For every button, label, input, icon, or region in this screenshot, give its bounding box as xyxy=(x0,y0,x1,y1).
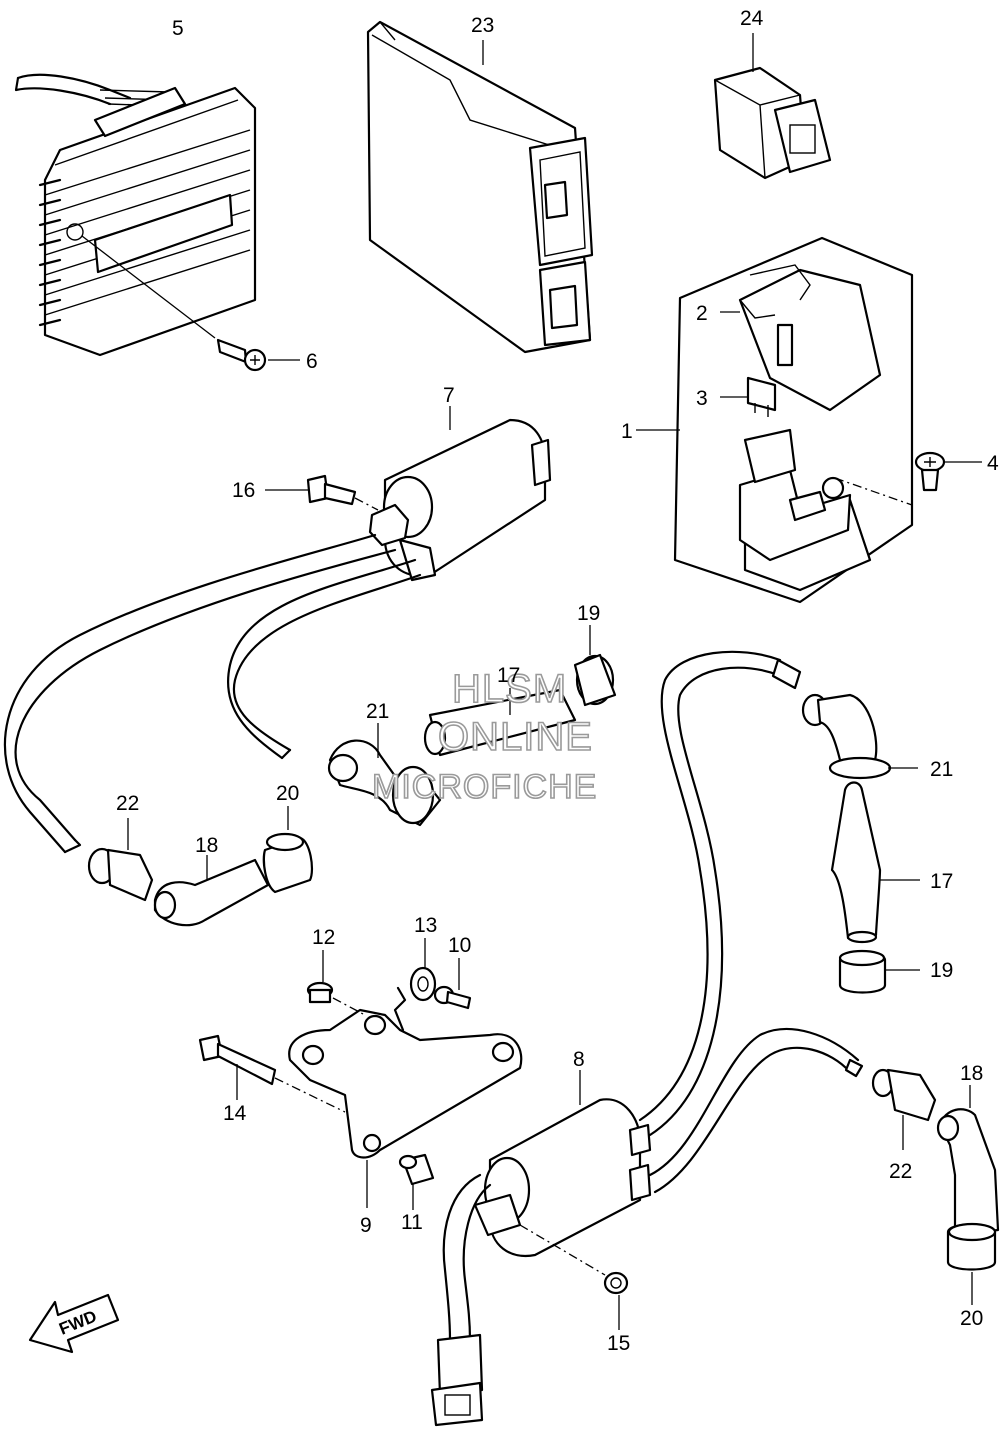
callout-22-right: 22 xyxy=(889,1160,912,1183)
callout-15: 15 xyxy=(607,1332,630,1355)
bolt-6 xyxy=(216,338,300,372)
collar-11 xyxy=(398,1153,435,1210)
fwd-arrow: FWD xyxy=(28,1293,120,1354)
nut-15 xyxy=(603,1271,629,1330)
ignition-coil-8 xyxy=(430,650,864,1427)
callout-23: 23 xyxy=(471,14,494,37)
bolt-16 xyxy=(265,474,379,511)
grommet-13 xyxy=(409,938,437,1002)
plug-cap-left xyxy=(87,806,314,927)
collar-12 xyxy=(306,950,366,1016)
callout-18-right: 18 xyxy=(960,1062,983,1085)
starter-relay-assy xyxy=(636,236,914,604)
callout-5: 5 xyxy=(172,17,184,40)
callout-16: 16 xyxy=(232,479,255,502)
callout-6: 6 xyxy=(306,350,318,373)
callout-20-left: 20 xyxy=(276,782,299,805)
watermark-line1: HLSM xyxy=(452,667,567,711)
regulator-rectifier xyxy=(14,73,257,357)
plug-cap-right-lower xyxy=(871,1068,1000,1305)
screw-4 xyxy=(914,451,982,492)
callout-20-right: 20 xyxy=(960,1307,983,1330)
relay-24 xyxy=(713,33,832,180)
callout-10: 10 xyxy=(448,934,471,957)
plug-cap-right xyxy=(801,693,920,994)
watermark-line2: ONLINE xyxy=(438,715,593,759)
watermark-line3: MICROFICHE xyxy=(372,768,597,806)
callout-9: 9 xyxy=(360,1214,372,1237)
callout-21-center: 21 xyxy=(366,700,389,723)
watermark: HLSM ONLINE MICROFICHE xyxy=(371,666,597,807)
callout-17-right: 17 xyxy=(930,870,953,893)
coil-bracket xyxy=(288,986,523,1208)
callout-19-right: 19 xyxy=(930,959,953,982)
callout-12: 12 xyxy=(312,926,335,949)
callout-19-center: 19 xyxy=(577,602,600,625)
plug-cap-center xyxy=(327,625,617,827)
callout-3: 3 xyxy=(696,387,708,410)
callout-4: 4 xyxy=(987,452,999,475)
callout-1: 1 xyxy=(621,420,633,443)
callout-8: 8 xyxy=(573,1048,585,1071)
callout-7: 7 xyxy=(443,384,455,407)
callout-14: 14 xyxy=(223,1102,247,1125)
callout-22-left: 22 xyxy=(116,792,139,815)
callout-21-right: 21 xyxy=(930,758,953,781)
callout-13: 13 xyxy=(414,914,437,937)
bolt-10 xyxy=(433,958,472,1010)
callout-labels: 1 2 3 4 5 6 7 8 9 10 11 12 13 14 15 16 1… xyxy=(116,7,999,1355)
ignition-coil-7 xyxy=(3,406,552,854)
bolt-14 xyxy=(198,1034,346,1113)
ecm-unit xyxy=(366,20,594,354)
callout-17-center: 17 xyxy=(497,664,520,687)
callout-24: 24 xyxy=(740,7,764,30)
callout-18-left: 18 xyxy=(195,834,218,857)
callout-11: 11 xyxy=(401,1211,423,1234)
callout-2: 2 xyxy=(696,302,708,325)
